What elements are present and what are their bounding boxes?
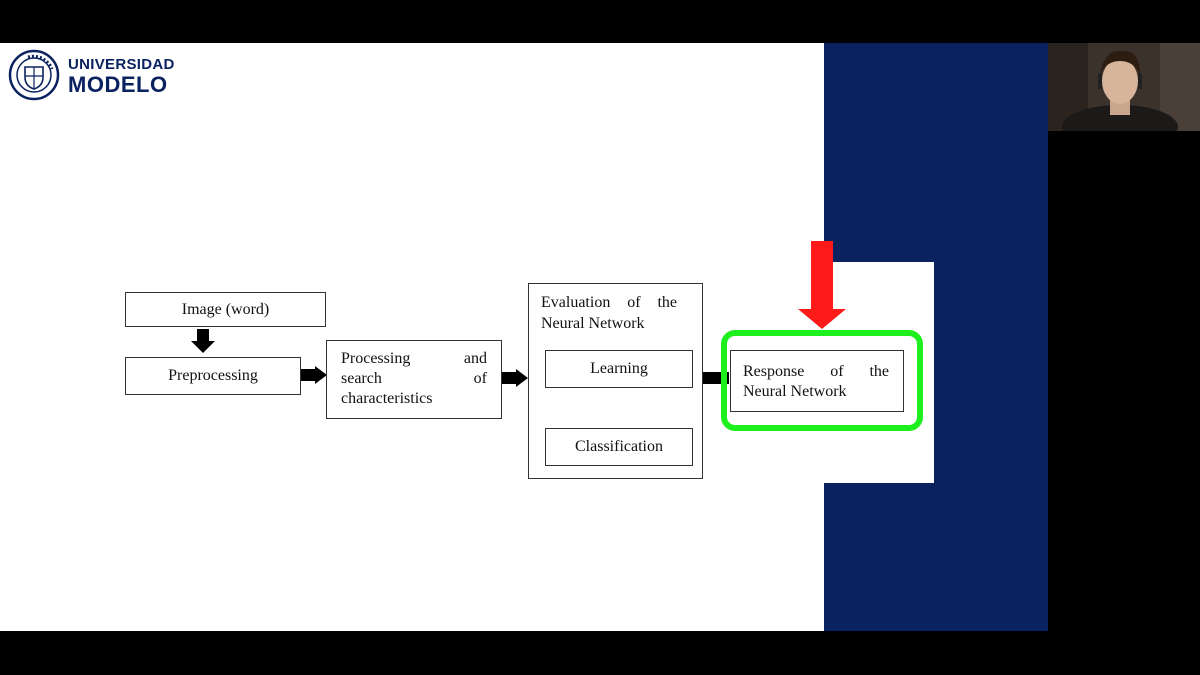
- response-line-2: Neural Network: [743, 383, 847, 400]
- red-pointer-arrow-icon: [798, 309, 846, 329]
- down-arrow-shaft: [197, 329, 209, 341]
- and-word: and: [463, 350, 487, 367]
- evaluation-title-line-2: Neural Network: [541, 315, 645, 332]
- logo-wordmark: UNIVERSIDAD MODELO: [68, 57, 175, 96]
- university-logo: UNIVERSIDAD MODELO: [8, 49, 188, 101]
- arrow-right-icon: [516, 369, 528, 387]
- presentation-slide: UNIVERSIDAD MODELO Image (word) Preproce…: [0, 43, 1048, 631]
- of-word: of: [830, 363, 844, 380]
- logo-line-2: MODELO: [68, 72, 168, 97]
- of-word: of: [473, 370, 487, 387]
- learning-box: Learning: [545, 350, 693, 388]
- learning-label: Learning: [590, 360, 648, 377]
- response-word: Response: [743, 363, 805, 380]
- classification-box: Classification: [545, 428, 693, 466]
- down-arrow-icon: [191, 341, 215, 353]
- processing-word: Processing: [341, 350, 411, 367]
- arrow-1-shaft: [301, 369, 315, 381]
- preprocessing-box: Preprocessing: [125, 357, 301, 395]
- image-word-box: Image (word): [125, 292, 326, 327]
- processing-box: Processing and search of characteristics: [326, 340, 502, 419]
- response-line-1: Response of the: [743, 362, 889, 382]
- response-box: Response of the Neural Network: [730, 350, 904, 412]
- arrow-right-icon: [315, 366, 327, 384]
- classification-label: Classification: [575, 438, 663, 455]
- presenter-webcam: [1048, 43, 1200, 131]
- image-word-label: Image (word): [181, 300, 270, 318]
- preprocessing-label: Preprocessing: [168, 367, 258, 384]
- the-word: the: [869, 363, 890, 380]
- evaluation-word: Evaluation: [541, 294, 611, 311]
- processing-line-2: search of: [341, 369, 487, 389]
- logo-line-1: UNIVERSIDAD: [68, 56, 175, 73]
- arrow-2-shaft: [502, 372, 516, 384]
- presenter-person-icon: [1048, 43, 1200, 131]
- green-highlight-frame: [721, 330, 923, 431]
- of-the-word: of the: [627, 294, 677, 311]
- search-word: search: [341, 370, 382, 387]
- university-seal-icon: [8, 49, 60, 101]
- evaluation-box: Evaluation of the Neural Network Learnin…: [528, 283, 703, 479]
- red-pointer-shaft: [811, 241, 833, 311]
- evaluation-title: Evaluation of the Neural Network: [541, 292, 677, 334]
- processing-line-3: characteristics: [341, 390, 433, 407]
- evaluation-title-line-1: Evaluation of the: [541, 292, 677, 313]
- processing-line-1: Processing and: [341, 349, 487, 369]
